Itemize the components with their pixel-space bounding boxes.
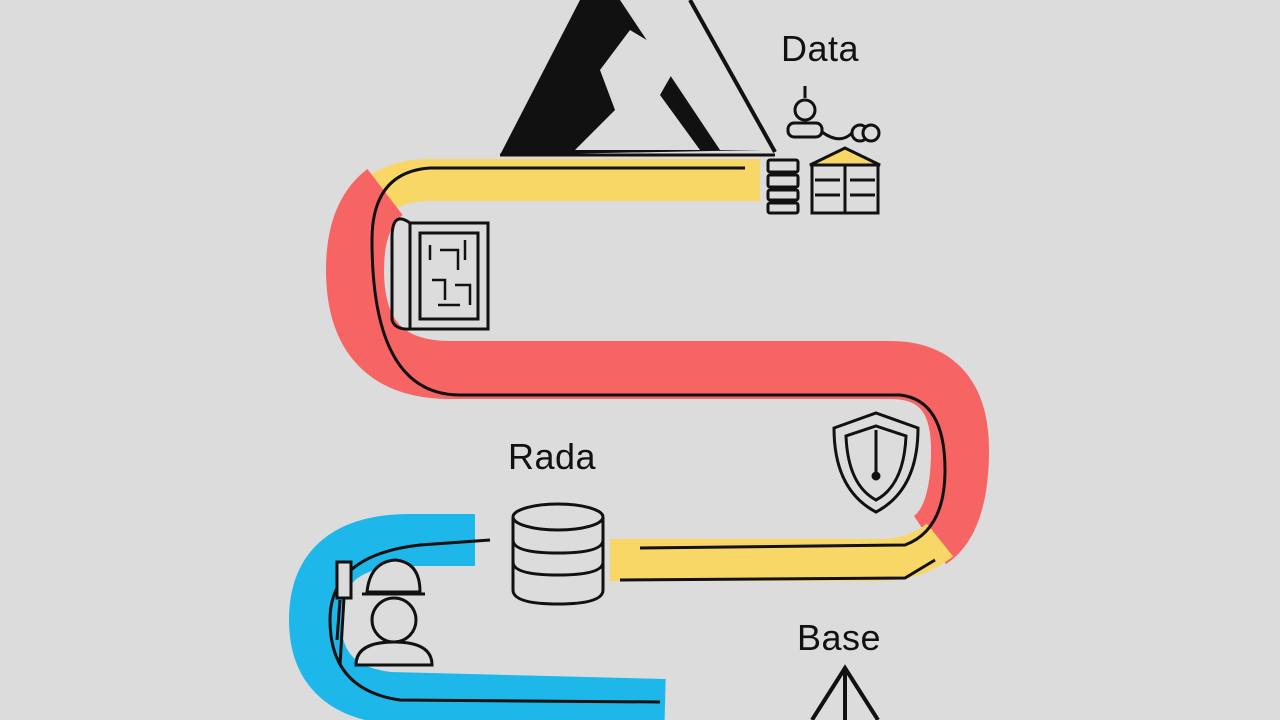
- shield-icon: [832, 411, 920, 514]
- road-segment-yellow-bottom: [610, 523, 954, 581]
- label-data: Data: [781, 28, 860, 69]
- tent-icon: [810, 664, 880, 720]
- road-segment-blue: [288, 514, 666, 720]
- database-icon: [766, 158, 800, 215]
- label-rada: Rada: [508, 436, 597, 477]
- road-segment-yellow-top: [360, 159, 760, 215]
- engineer-icon: [335, 558, 434, 667]
- building-icon: [809, 146, 881, 215]
- road-segment-red: [325, 168, 990, 565]
- person-icon: [786, 86, 881, 143]
- mountain-icon: [500, 0, 777, 157]
- blueprint-icon: [390, 217, 490, 331]
- road: [288, 159, 990, 720]
- label-base: Base: [797, 617, 882, 658]
- database-cylinder-icon: [511, 502, 605, 606]
- road-centerline: [370, 166, 947, 550]
